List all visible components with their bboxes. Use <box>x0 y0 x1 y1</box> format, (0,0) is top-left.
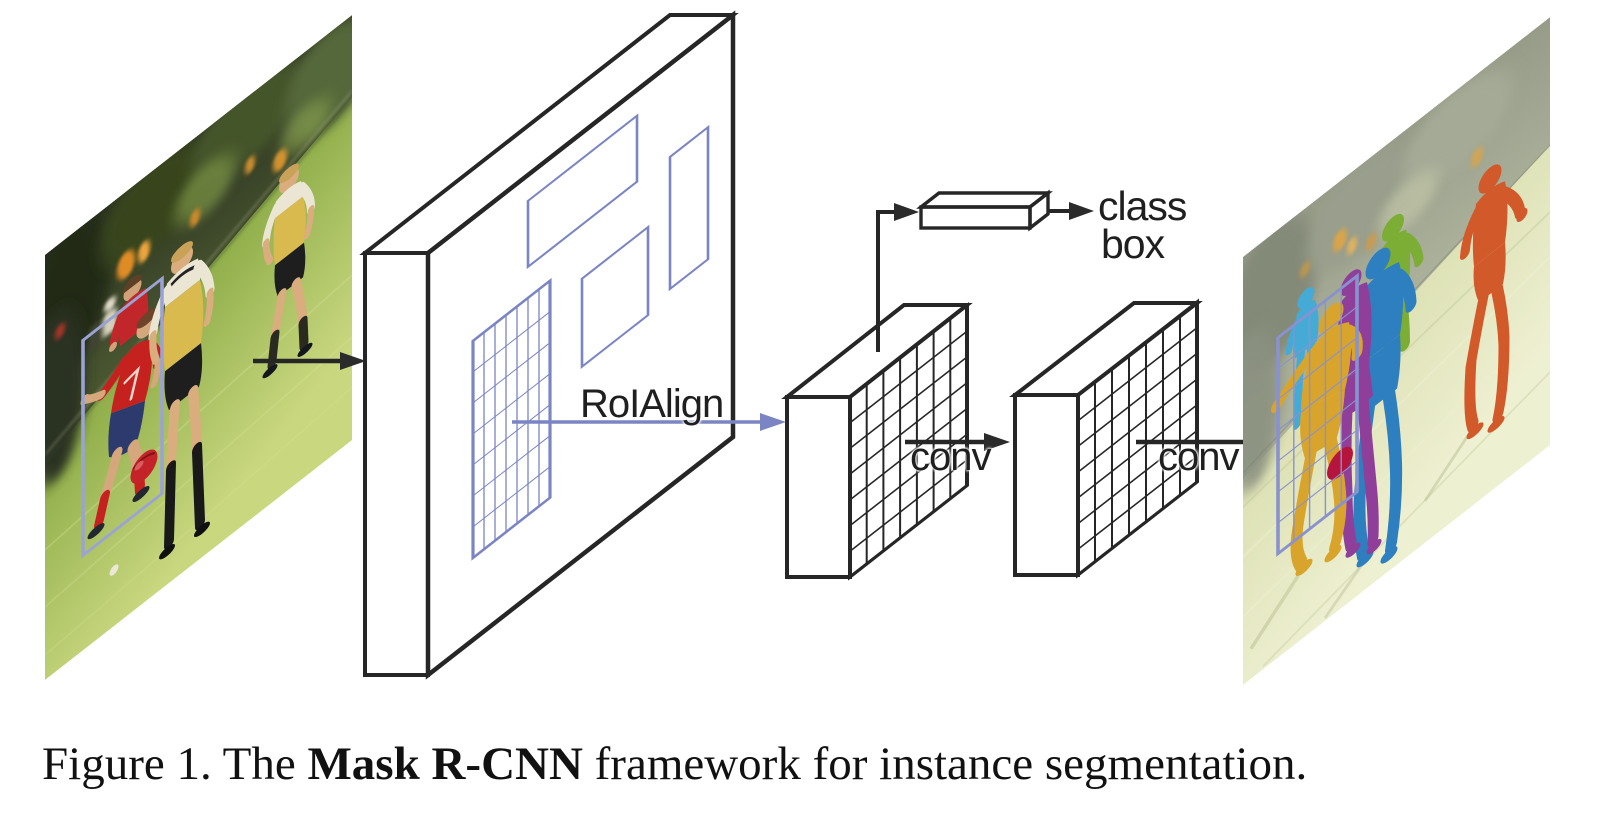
class-output-label: class <box>1098 183 1187 229</box>
class-branch-arrow <box>876 203 919 352</box>
output-roi-grid <box>1276 272 1359 557</box>
backbone-feature-map <box>359 10 739 680</box>
caption-bold: Mask R-CNN <box>307 738 583 790</box>
player-runner <box>262 163 315 379</box>
treeline-blur <box>45 16 352 486</box>
mask-shadows <box>1249 430 1473 650</box>
fc-layer-box <box>916 189 1053 232</box>
caption-prefix: Figure 1. The <box>42 738 308 790</box>
roi-proposals <box>471 113 710 561</box>
input-arrow <box>253 352 366 370</box>
autumn-flames-washed <box>1300 147 1483 278</box>
caption-suffix: framework for instance segmentation. <box>582 738 1308 790</box>
conv-label-1: conv <box>910 435 991 479</box>
white-ball <box>109 564 119 576</box>
roialign-grid <box>471 277 552 561</box>
feature-grid-box-1 <box>781 302 973 581</box>
feature-grid-box-2 <box>1009 298 1203 579</box>
figure-caption: Figure 1. The Mask R-CNN framework for i… <box>42 737 1307 791</box>
roialign-label: RoIAlign <box>580 382 724 426</box>
input-roi-box <box>81 275 164 559</box>
conv-label-2: conv <box>1158 435 1239 479</box>
conv-arrow-1 <box>905 433 1010 451</box>
output-photo <box>1243 17 1550 685</box>
player-red-back <box>109 274 149 352</box>
soccer-ball <box>130 449 158 484</box>
roialign-arrow <box>512 413 786 431</box>
box-output-label: box <box>1101 221 1165 267</box>
player-keeper <box>148 241 215 560</box>
mask-person-orange <box>1460 164 1528 440</box>
classbox-arrow <box>1048 202 1094 220</box>
mask-ball <box>1327 446 1353 480</box>
input-photo <box>45 15 352 680</box>
player-red-main <box>80 308 163 540</box>
autumn-flames <box>117 149 287 280</box>
